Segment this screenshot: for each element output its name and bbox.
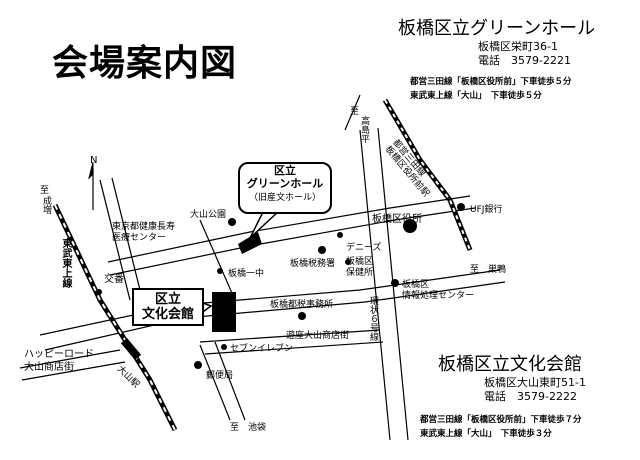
green-hall-callout: 区立 グリーンホール （旧産文ホール） [238,162,332,214]
green-hall-name: 板橋区立グリーンホール [398,18,596,39]
poi-markers [96,203,465,369]
tax-office-marker [318,246,326,254]
culture-hall-address: 板橋区大山東町51-1 [484,376,586,389]
culture-hall-building [212,292,236,332]
ufj-label: UFJ銀行 [470,205,503,215]
happy-road-top [19,349,121,369]
geriatric-center-label: 東京都健康長寿 医療センター [112,222,176,243]
tobu-line-label: 東武東上線 [60,238,71,288]
west-road-left [99,179,131,301]
koban-marker [96,289,102,295]
to-takashimadaira-1: 至 [350,107,360,117]
route6-label: 環状６号線 [368,296,378,341]
green-hall-phone-label: 電話 [478,54,500,67]
culture-hall-access-1: 都営三田線「板橋区役所前」下車徒歩７分 [420,415,582,425]
happy-road-bottom [21,361,126,381]
metro-tax-marker [298,312,306,320]
post-label: 郵便局 [206,371,234,381]
metro-tax-label: 板橋都税事務所 [270,300,334,310]
green-hall-phone-number: 3579-2221 [511,54,571,67]
ward-office-label: 板橋区役所 [372,214,422,225]
culture-hall-callout-line1: 区立 [154,292,181,307]
green-hall-building [238,232,262,254]
dennys-label: デニーズ [346,243,382,253]
culture-hall-phone-number: 3579-2222 [517,390,577,403]
green-hall-callout-line3: （旧産文ホール） [248,193,321,203]
post-marker [194,361,202,369]
oyama-station-marker [120,338,142,360]
to-narimasu-2: 成増 [41,196,51,214]
yuza-street-bottom [204,341,384,355]
tax-office-label: 板橋税務署 [290,259,336,269]
mita-railway [382,98,473,251]
health-center-label: 板橋区 保健所 [346,257,374,278]
green-hall-callout-pointer [249,207,281,239]
ichichu-marker [217,268,223,274]
north-label: N [90,155,98,166]
green-hall-callout-line1: 区立 [274,164,296,177]
to-takashimadaira-2: 高島平 [359,116,369,143]
to-ikebukuro-label: 至 池袋 [230,423,267,433]
culture-hall-name: 板橋区立文化会館 [438,354,582,375]
ichichu-label: 板橋一中 [228,269,265,279]
upper-road-bottom [109,207,476,276]
road-north-left [344,94,361,131]
culture-hall-access-2: 東武東上線「大山」 下車徒歩３分 [420,429,552,439]
ufj-marker [457,203,465,211]
green-hall-callout-line2: グリーンホール [246,177,324,190]
road-south-left [199,344,231,421]
to-sugamo-label: 至 巣鴨 [470,265,507,275]
yuza-street-top [199,329,381,343]
koban-label: 交番 [104,274,124,285]
culture-hall-phone-label: 電話 [484,390,506,403]
ward-office-marker [403,219,417,233]
west-road-right [111,177,143,299]
road-south-right [214,341,246,421]
upper-road-top [107,195,471,263]
happy-road-label: ハッピーロード 大山商店街 [24,349,94,373]
green-hall-access-1: 都営三田線「板橋区役所前」下車徒歩５分 [410,77,572,87]
park-road [199,219,236,301]
culture-hall-callout-line2: 文化会館 [141,307,194,322]
culture-hall-phone: 電話 3579-2222 [484,390,577,404]
green-hall-phone: 電話 3579-2221 [478,54,571,68]
to-narimasu-1: 至 [40,186,50,196]
seven-marker [221,344,227,350]
oyama-park-marker [228,218,236,226]
north-arrow [88,161,94,210]
health-center-marker [345,259,351,265]
seven-label: セブンイレブン [230,344,294,354]
main-road-lower-edge [44,281,506,351]
dennys-marker [337,232,343,238]
green-hall-address: 板橋区栄町36-1 [478,40,558,53]
green-hall-access-2: 東武東上線「大山」 下車徒歩５分 [410,91,542,101]
route6-left-edge [359,129,391,441]
info-center-marker [391,279,399,287]
yuza-street-label: 遊座大山商店街 [286,331,350,341]
map-title: 会場案内図 [52,43,238,84]
oyama-park-label: 大山公園 [190,210,227,220]
info-center-label: 板橋区 情報処理センター [402,280,475,301]
culture-hall-callout: 区立 文化会館 [132,288,204,326]
